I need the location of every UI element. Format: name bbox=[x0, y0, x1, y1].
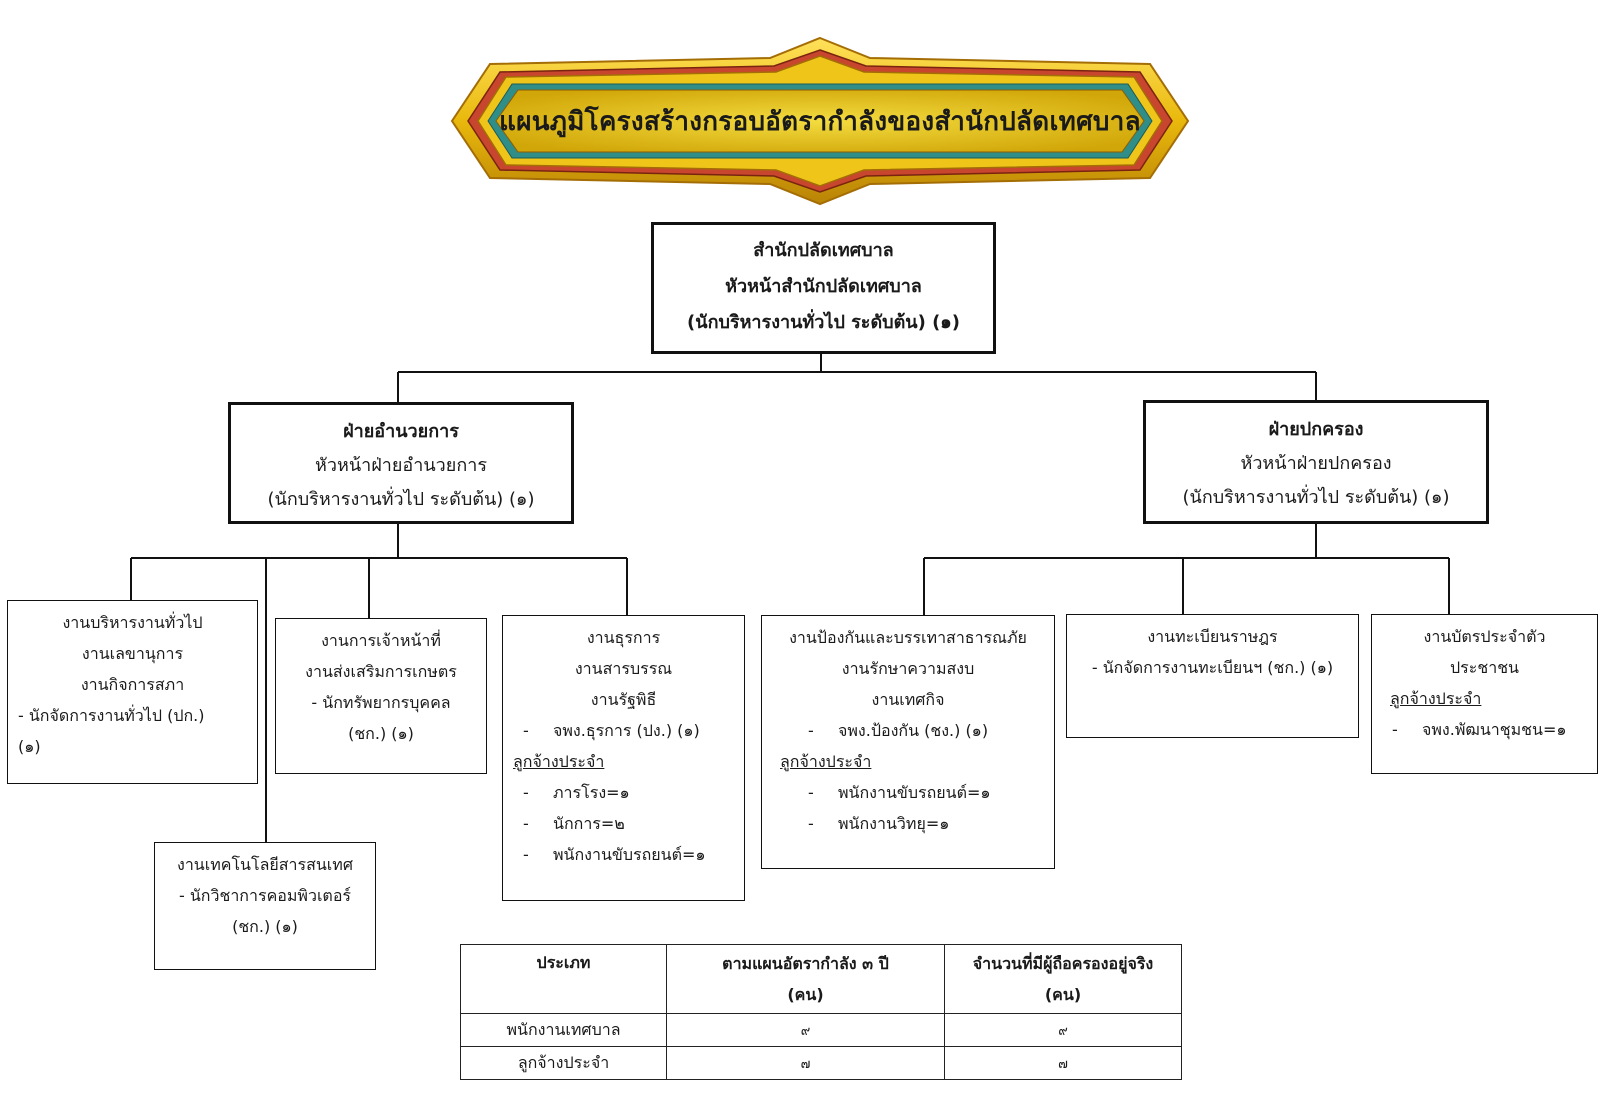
unit-idcard-employee-header: ลูกจ้างประจำ bbox=[1390, 689, 1482, 708]
unit-general-line: งานบริหารงานทั่วไป bbox=[62, 613, 203, 632]
unit-clerical-line: งานสารบรรณ bbox=[574, 659, 673, 678]
table-cell-plan: ๗ bbox=[666, 1046, 945, 1080]
unit-idcard-line: งานบัตรประจำตัว bbox=[1423, 627, 1546, 646]
unit-disaster-line: งานป้องกันและบรรเทาสาธารณภัย bbox=[789, 628, 1027, 647]
office-head-position: (นักบริหารงานทั่วไป ระดับต้น) (๑) bbox=[687, 312, 960, 333]
division-admin-name: ฝ่ายอำนวยการ bbox=[343, 421, 459, 442]
table-header-plan: ตามแผนอัตรากำลัง ๓ ปี bbox=[722, 954, 889, 973]
unit-it-line: งานเทคโนโลยีสารสนเทศ bbox=[177, 855, 353, 874]
unit-hr-box: งานการเจ้าหน้าที่ งานส่งเสริมการเกษตร - … bbox=[275, 618, 487, 774]
unit-idcard-employee: จพง.พัฒนาชุมชน=๑ bbox=[1422, 720, 1567, 739]
table-cell-type: พนักงานเทศบาล bbox=[460, 1013, 667, 1047]
division-governance-name: ฝ่ายปกครอง bbox=[1268, 419, 1364, 440]
division-governance-head: หัวหน้าฝ่ายปกครอง bbox=[1240, 453, 1392, 474]
unit-hr-line: งานส่งเสริมการเกษตร bbox=[305, 662, 457, 681]
division-admin-head: หัวหน้าฝ่ายอำนวยการ bbox=[314, 455, 487, 476]
unit-clerical-staff: จพง.ธุรการ (ปง.) (๑) bbox=[553, 721, 700, 740]
table-row: ลูกจ้างประจำ ๗ ๗ bbox=[460, 1046, 1182, 1080]
table-header-type: ประเภท bbox=[536, 953, 591, 972]
table-header-cell: ประเภท bbox=[460, 944, 667, 1014]
unit-idcard-line: ประชาชน bbox=[1450, 658, 1519, 677]
unit-general-box: งานบริหารงานทั่วไป งานเลขานุการ งานกิจกา… bbox=[7, 600, 258, 784]
unit-clerical-line: งานธุรการ bbox=[586, 628, 661, 647]
unit-hr-staff-count: (ชก.) (๑) bbox=[348, 724, 414, 743]
office-name: สำนักปลัดเทศบาล bbox=[753, 240, 894, 261]
title-banner: แผนภูมิโครงสร้างกรอบอัตรากำลังของสำนักปล… bbox=[450, 36, 1190, 206]
page-title: แผนภูมิโครงสร้างกรอบอัตรากำลังของสำนักปล… bbox=[499, 106, 1141, 137]
unit-hr-line: งานการเจ้าหน้าที่ bbox=[321, 631, 441, 650]
unit-clerical-employee: ภารโรง=๑ bbox=[553, 783, 630, 802]
table-header-cell: ตามแผนอัตรากำลัง ๓ ปี (คน) bbox=[666, 944, 945, 1014]
office-head-title: หัวหน้าสำนักปลัดเทศบาล bbox=[725, 276, 922, 297]
table-cell-actual: ๙ bbox=[944, 1013, 1182, 1047]
unit-disaster-staff: จพง.ป้องกัน (ชง.) (๑) bbox=[838, 721, 989, 740]
unit-it-staff-count: (ชก.) (๑) bbox=[232, 917, 298, 936]
table-cell-plan: ๙ bbox=[666, 1013, 945, 1047]
unit-general-line: งานเลขานุการ bbox=[81, 644, 184, 663]
table-cell-type: ลูกจ้างประจำ bbox=[460, 1046, 667, 1080]
unit-clerical-line: งานรัฐพิธี bbox=[590, 690, 657, 709]
unit-general-staff-count: (๑) bbox=[18, 737, 41, 756]
unit-hr-staff: - นักทรัพยากรบุคคล bbox=[311, 693, 451, 712]
unit-registry-box: งานทะเบียนราษฎร - นักจัดการงานทะเบียนฯ (… bbox=[1066, 614, 1359, 738]
division-admin-box: ฝ่ายอำนวยการ หัวหน้าฝ่ายอำนวยการ (นักบริ… bbox=[228, 402, 574, 524]
table-header-row: ประเภท ตามแผนอัตรากำลัง ๓ ปี (คน) จำนวนท… bbox=[460, 944, 1182, 1014]
unit-clerical-employee: พนักงานขับรถยนต์=๑ bbox=[553, 845, 706, 864]
unit-disaster-box: งานป้องกันและบรรเทาสาธารณภัย งานรักษาควา… bbox=[761, 615, 1055, 869]
division-governance-position: (นักบริหารงานทั่วไป ระดับต้น) (๑) bbox=[1182, 487, 1450, 508]
staff-summary-table: ประเภท ตามแผนอัตรากำลัง ๓ ปี (คน) จำนวนท… bbox=[460, 944, 1182, 1080]
table-header-cell: จำนวนที่มีผู้ถือครองอยู่จริง (คน) bbox=[944, 944, 1182, 1014]
unit-general-line: งานกิจการสภา bbox=[80, 675, 185, 694]
table-header-unit: (คน) bbox=[1044, 985, 1082, 1004]
table-row: พนักงานเทศบาล ๙ ๙ bbox=[460, 1013, 1182, 1047]
unit-registry-staff: - นักจัดการงานทะเบียนฯ (ชก.) (๑) bbox=[1091, 658, 1334, 677]
unit-registry-line: งานทะเบียนราษฎร bbox=[1147, 627, 1278, 646]
unit-disaster-employee-header: ลูกจ้างประจำ bbox=[780, 752, 872, 771]
unit-clerical-employee-header: ลูกจ้างประจำ bbox=[513, 752, 605, 771]
division-admin-position: (นักบริหารงานทั่วไป ระดับต้น) (๑) bbox=[267, 489, 535, 510]
ornament-frame-icon bbox=[450, 36, 1190, 206]
table-header-unit: (คน) bbox=[787, 985, 824, 1004]
unit-general-staff: - นักจัดการงานทั่วไป (ปก.) bbox=[18, 706, 205, 725]
unit-disaster-employee: พนักงานขับรถยนต์=๑ bbox=[838, 783, 991, 802]
unit-it-box: งานเทคโนโลยีสารสนเทศ - นักวิชาการคอมพิวเ… bbox=[154, 842, 376, 970]
unit-disaster-employee: พนักงานวิทยุ=๑ bbox=[838, 814, 950, 833]
table-cell-actual: ๗ bbox=[944, 1046, 1182, 1080]
unit-disaster-line: งานรักษาความสงบ bbox=[841, 659, 975, 678]
office-head-box: สำนักปลัดเทศบาล หัวหน้าสำนักปลัดเทศบาล (… bbox=[651, 222, 996, 354]
unit-clerical-box: งานธุรการ งานสารบรรณ งานรัฐพิธี -จพง.ธุร… bbox=[502, 615, 745, 901]
unit-clerical-employee: นักการ=๒ bbox=[553, 814, 625, 833]
unit-disaster-line: งานเทศกิจ bbox=[871, 690, 945, 709]
unit-idcard-box: งานบัตรประจำตัว ประชาชน ลูกจ้างประจำ -จพ… bbox=[1371, 614, 1598, 774]
division-governance-box: ฝ่ายปกครอง หัวหน้าฝ่ายปกครอง (นักบริหารง… bbox=[1143, 400, 1489, 524]
unit-it-staff: - นักวิชาการคอมพิวเตอร์ bbox=[178, 886, 352, 905]
table-header-actual: จำนวนที่มีผู้ถือครองอยู่จริง bbox=[972, 954, 1154, 973]
